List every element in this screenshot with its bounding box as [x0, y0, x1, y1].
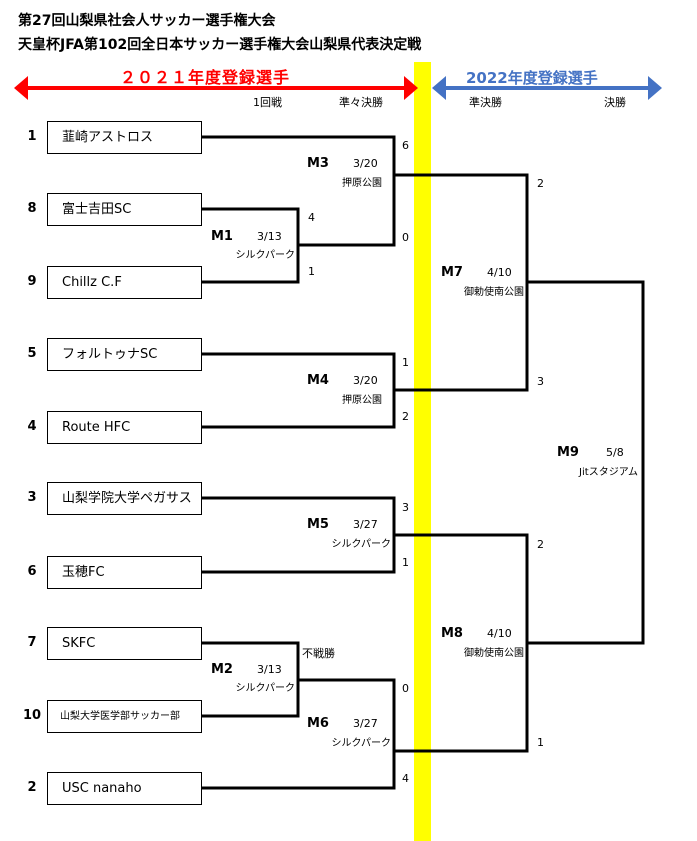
team-box: USC nanaho [47, 772, 202, 805]
banner-2021: ２０２１年度登録選手 [120, 68, 291, 87]
banner-2022: 2022年度登録選手 [466, 69, 598, 87]
title-line-1: 第27回山梨県社会人サッカー選手権大会 [18, 13, 276, 29]
seed-number: 2 [27, 780, 37, 795]
seed-number: 7 [27, 635, 37, 650]
score-m5-top: 3 [402, 501, 409, 514]
score-m3-bottom: 0 [402, 231, 409, 244]
match-id-m9: M9 [557, 445, 579, 460]
score-m2-note: 不戦勝 [302, 647, 335, 660]
match-id-m1: M1 [211, 229, 233, 244]
score-m6-top: 0 [402, 682, 409, 695]
seed-number: 6 [27, 564, 37, 579]
seed-number: 3 [27, 490, 37, 505]
team-box: 山梨大学医学部サッカー部 [47, 700, 202, 733]
match-venue-m1: シルクパーク [235, 250, 296, 261]
year-divider [414, 62, 431, 841]
team-box: 富士吉田SC [47, 193, 202, 226]
score-m6-bottom: 4 [402, 772, 409, 785]
match-date-m6: 3/27 [353, 717, 378, 730]
seed-number: 8 [27, 201, 37, 216]
match-id-m3: M3 [307, 156, 329, 171]
seed-number: 4 [27, 419, 37, 434]
team-box: フォルトゥナSC [47, 338, 202, 371]
match-venue-m4: 押原公園 [342, 395, 382, 406]
match-date-m8: 4/10 [487, 627, 512, 640]
seed-number: 1 [27, 129, 37, 144]
match-id-m4: M4 [307, 373, 329, 388]
m8-bracket [392, 533, 529, 753]
round-header-sf: 準決勝 [469, 96, 502, 109]
round-header-final: 決勝 [604, 96, 626, 109]
score-m7-top: 2 [537, 177, 544, 190]
seed-number: 10 [22, 708, 42, 723]
match-date-m7: 4/10 [487, 266, 512, 279]
score-m1-top: 4 [308, 211, 315, 224]
match-id-m8: M8 [441, 626, 463, 641]
match-id-m6: M6 [307, 716, 329, 731]
score-m5-bottom: 1 [402, 556, 409, 569]
score-m4-top: 1 [402, 356, 409, 369]
m9-bracket [525, 280, 645, 645]
match-date-m5: 3/27 [353, 518, 378, 531]
round-header-r1: 1回戦 [253, 96, 282, 109]
match-venue-m5: シルクパーク [331, 539, 392, 550]
seed-number: 5 [27, 346, 37, 361]
arrow-2021 [14, 76, 418, 100]
match-date-m1: 3/13 [257, 230, 282, 243]
match-venue-m7: 御勅使南公園 [464, 287, 524, 298]
score-m8-top: 2 [537, 538, 544, 551]
team-box: 玉穂FC [47, 556, 202, 589]
team-box: SKFC [47, 627, 202, 660]
match-id-m7: M7 [441, 265, 463, 280]
match-venue-m3: 押原公園 [342, 178, 382, 189]
team-box: Chillz C.F [47, 266, 202, 299]
match-date-m3: 3/20 [353, 157, 378, 170]
match-venue-m2: シルクパーク [235, 683, 296, 694]
seed-number: 9 [27, 274, 37, 289]
match-date-m9: 5/8 [606, 446, 624, 459]
score-m3-top: 6 [402, 139, 409, 152]
match-venue-m8: 御勅使南公園 [464, 648, 524, 659]
score-m8-bottom: 1 [537, 736, 544, 749]
title-line-2: 天皇杯JFA第102回全日本サッカー選手権大会山梨県代表決定戦 [18, 37, 422, 53]
match-id-m5: M5 [307, 517, 329, 532]
arrow-2022 [432, 76, 662, 100]
match-venue-m6: シルクパーク [331, 738, 392, 749]
match-venue-m9: Jitスタジアム [579, 467, 638, 478]
match-id-m2: M2 [211, 662, 233, 677]
team-box: Route HFC [47, 411, 202, 444]
round-header-qf: 準々決勝 [339, 96, 383, 109]
match-date-m2: 3/13 [257, 663, 282, 676]
score-m1-bottom: 1 [308, 265, 315, 278]
score-m7-bottom: 3 [537, 375, 544, 388]
m6-bracket [200, 678, 396, 790]
score-m4-bottom: 2 [402, 410, 409, 423]
team-box: 山梨学院大学ペガサス [47, 482, 202, 515]
match-date-m4: 3/20 [353, 374, 378, 387]
m3-bracket [200, 135, 396, 247]
team-box: 韮崎アストロス [47, 121, 202, 154]
